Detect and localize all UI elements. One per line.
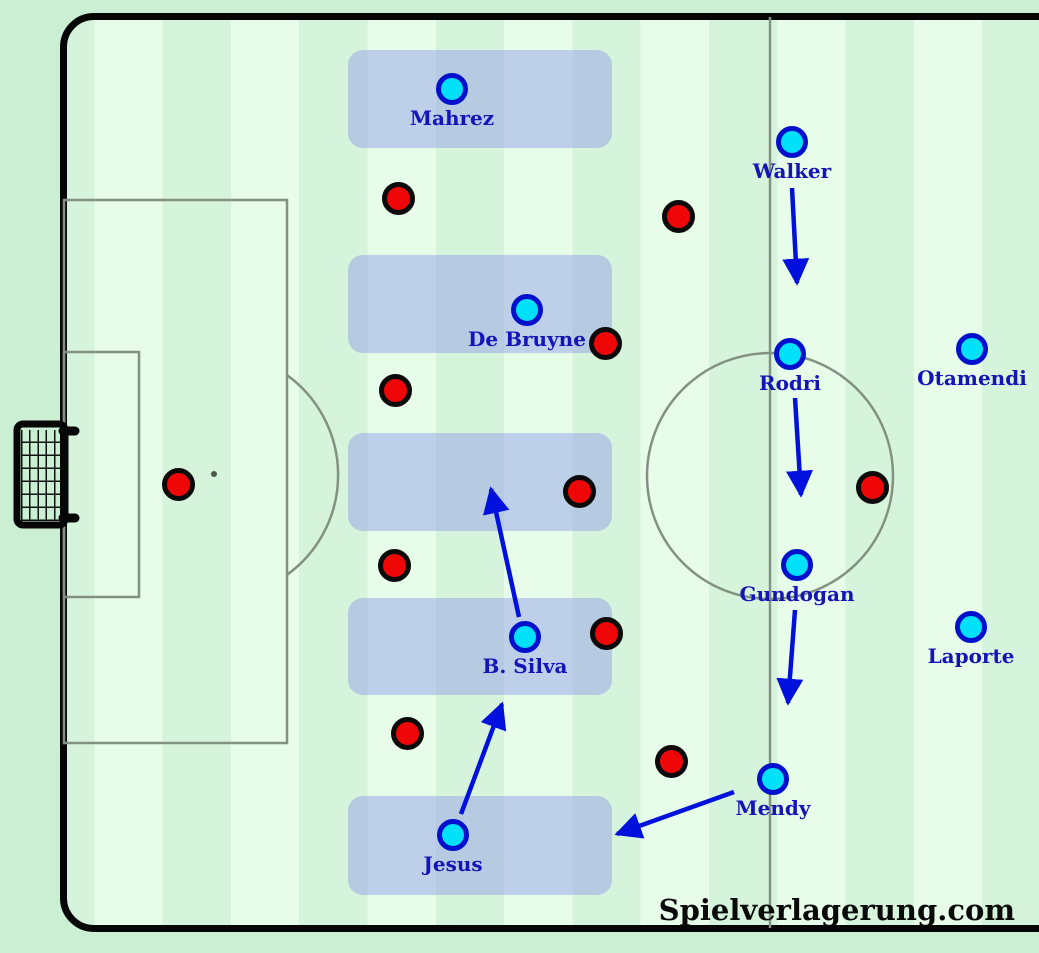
player-marker-de-bruyne: [511, 294, 543, 326]
watermark: Spielverlagerung.com: [658, 893, 1015, 927]
opponent-marker: [161, 467, 195, 501]
player-marker-walker: [776, 126, 808, 158]
tactical-zone-4: [348, 598, 612, 695]
player-marker-b-silva: [509, 621, 541, 653]
movement-arrow: [458, 701, 507, 815]
opponent-marker: [589, 616, 623, 650]
opponent-marker: [588, 326, 622, 360]
movement-arrow: [776, 609, 804, 706]
movement-arrow: [483, 486, 522, 618]
penalty-arc: [286, 374, 340, 576]
tactical-zone-5: [348, 796, 612, 895]
player-label-walker: Walker: [752, 159, 832, 183]
player-marker-otamendi: [956, 333, 988, 365]
movement-arrow: [614, 789, 735, 839]
opponent-marker: [855, 470, 889, 504]
player-label-b-silva: B. Silva: [482, 654, 568, 678]
player-marker-rodri: [774, 338, 806, 370]
player-label-rodri: Rodri: [758, 371, 822, 395]
opponent-marker: [377, 548, 411, 582]
opponent-marker: [390, 716, 424, 750]
opponent-marker: [378, 373, 412, 407]
player-label-jesus: Jesus: [423, 852, 483, 876]
player-label-otamendi: Otamendi: [917, 366, 1027, 390]
player-marker-mendy: [757, 763, 789, 795]
opponent-marker: [654, 744, 688, 778]
movement-arrow: [786, 397, 813, 498]
opponent-marker: [661, 199, 695, 233]
movement-arrow: [782, 187, 810, 286]
player-label-mendy: Mendy: [735, 796, 811, 820]
opponent-marker: [381, 181, 415, 215]
goal: [13, 420, 69, 529]
player-marker-mahrez: [436, 73, 468, 105]
penalty-spot: [211, 471, 217, 477]
player-marker-laporte: [955, 611, 987, 643]
tactical-zone-1: [348, 50, 612, 148]
player-marker-gundogan: [781, 549, 813, 581]
tactical-zone-2: [348, 255, 612, 353]
player-label-gundogan: Gundogan: [739, 582, 855, 606]
opponent-marker: [562, 474, 596, 508]
player-label-de-bruyne: De Bruyne: [468, 327, 586, 351]
player-marker-jesus: [437, 819, 469, 851]
player-label-mahrez: Mahrez: [409, 106, 495, 130]
player-label-laporte: Laporte: [927, 644, 1015, 668]
goal-net: [21, 430, 62, 521]
